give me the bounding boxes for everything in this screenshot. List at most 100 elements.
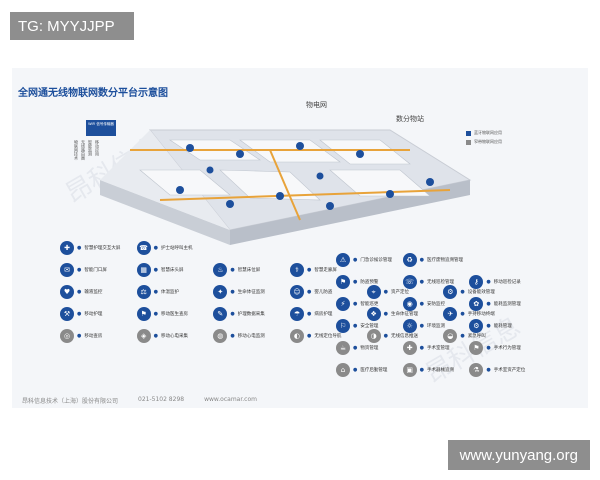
wifi-tags: 物联网技术 无线路由器 智能监测 移动应用	[74, 140, 100, 160]
function-icon: ⚷	[469, 275, 484, 289]
function-label: 能耗监测管理	[493, 302, 521, 307]
function-icon: ◈	[136, 329, 151, 343]
function-label: 智能巡更	[360, 302, 379, 307]
location-pin-icon: ●	[383, 311, 389, 317]
function-item: ⚒●移动护理	[60, 306, 137, 322]
location-pin-icon: ●	[460, 333, 465, 339]
function-label: 移动护理	[84, 312, 103, 317]
function-icon: ⚠	[336, 253, 350, 267]
function-icon: ⌂	[336, 363, 350, 377]
function-item: ☂●病房护理	[289, 306, 367, 322]
location-pin-icon: ●	[306, 267, 312, 273]
function-label: 无线巡检管理	[427, 280, 455, 285]
footer-web: www.ocamar.com	[204, 396, 257, 403]
function-icon: ✦	[213, 285, 228, 299]
location-pin-icon: ●	[153, 267, 159, 273]
function-item: ◑●无线信息推送	[366, 328, 444, 344]
location-pin-icon: ●	[77, 267, 82, 273]
function-item: ◍●移动心电监测	[213, 328, 290, 344]
function-item: ◉●安防监控	[402, 296, 470, 312]
function-grid-right: ⚠●门急诊候诊管理♻●医疗废物追溯管理●⚑●防盗预警☏●无线巡检管理⚷●移动巡检…	[336, 252, 536, 378]
location-pin-icon: ●	[419, 323, 425, 329]
function-label: 无线定位导航	[314, 334, 342, 339]
location-pin-icon: ●	[419, 257, 425, 263]
function-icon: ▦	[136, 263, 151, 277]
function-label: 移动医生查房	[161, 312, 189, 317]
function-label: 智慧护理交互大屏	[84, 246, 121, 251]
function-icon: ⚕	[289, 263, 304, 277]
function-icon: ⚑	[469, 341, 484, 355]
function-item: ▦●智慧床头屏	[136, 262, 214, 278]
function-icon: ☺	[289, 285, 304, 299]
location-pin-icon: ●	[460, 289, 465, 295]
function-icon: ⚗	[469, 363, 484, 377]
wifi-tag: 移动应用	[95, 140, 100, 156]
function-label: 移动巡检记录	[493, 280, 521, 285]
source-tag: TG: MYYJJPP	[10, 12, 134, 40]
location-pin-icon: ●	[419, 301, 425, 307]
function-item: ♻●医疗废物追溯管理	[402, 252, 470, 268]
function-item: ⚕●智慧走廊屏	[289, 262, 367, 278]
location-pin-icon: ●	[77, 245, 82, 251]
function-icon: ♥	[60, 285, 74, 299]
function-item: ◎●移动查房	[60, 328, 137, 344]
function-item: ❖●生命体征管理	[366, 306, 444, 322]
function-icon: ◒	[443, 329, 458, 343]
function-icon: ❖	[366, 307, 381, 321]
function-item: ☼●环境监测	[402, 318, 470, 334]
location-pin-icon: ●	[230, 289, 235, 295]
function-label: 输液监控	[84, 290, 103, 295]
function-item: ⚑●手术行为管理	[469, 340, 536, 356]
function-label: 物资管理	[360, 346, 379, 351]
function-label: 智能门口屏	[84, 268, 107, 273]
function-label: 手术行为管理	[493, 346, 521, 351]
wifi-tag: 无线路由器	[81, 140, 86, 160]
function-label: 防盗预警	[360, 280, 379, 285]
function-icon: ◎	[60, 329, 74, 343]
function-item: ◒●紧急呼叫	[443, 328, 520, 344]
location-pin-icon: ●	[230, 267, 235, 273]
legend: 蓝牙物联网应用 窄带物联网应用	[466, 130, 502, 148]
function-item: ⌖●资产定位	[366, 284, 444, 300]
function-item: ✚●智慧护理交互大屏	[60, 240, 137, 256]
network-track	[130, 149, 451, 221]
function-icon: ◐	[289, 329, 304, 343]
function-grid-left: ✚●智慧护理交互大屏☎●护士站呼叫主机●●●●✉●智能门口屏▦●智慧床头屏♨●智…	[60, 240, 520, 344]
location-pin-icon: ●	[353, 301, 358, 307]
function-label: 生命体征管理	[391, 312, 419, 317]
function-item: ⚗●手术室资产定位	[469, 362, 536, 378]
diagram-title: 全网通无线物联网数分平台示意图	[18, 88, 168, 99]
function-icon: ◑	[366, 329, 381, 343]
location-pin-icon: ●	[77, 289, 82, 295]
function-icon: ✎	[213, 307, 228, 321]
site-watermark: www.yunyang.org	[447, 440, 590, 470]
function-icon: ⚙	[443, 285, 458, 299]
location-pin-icon: ●	[486, 301, 491, 307]
function-label: 紧急呼叫	[467, 334, 486, 339]
location-pin-icon: ●	[353, 279, 358, 285]
function-icon: ⚖	[136, 285, 151, 299]
function-icon: ⚙	[469, 319, 484, 333]
function-item: ◐●无线定位导航	[289, 328, 367, 344]
location-pin-icon: ●	[153, 311, 159, 317]
function-label: 手术室管理	[427, 346, 450, 351]
function-item: ✦●生命体征监测	[213, 284, 290, 300]
function-item: ⚷●移动巡检记录	[469, 274, 536, 290]
location-pin-icon: ●	[153, 289, 159, 295]
function-item: ✚●手术室管理	[402, 340, 470, 356]
function-icon: ⚐	[336, 319, 350, 333]
location-pin-icon: ●	[353, 345, 358, 351]
legend-swatch	[466, 139, 471, 145]
function-label: 门急诊候诊管理	[360, 258, 392, 263]
isometric-floor-plan	[100, 129, 472, 245]
function-item: ☺●婴儿防盗	[289, 284, 367, 300]
function-icon: ⌖	[366, 285, 381, 299]
legend-item: 蓝牙物联网应用	[466, 130, 502, 136]
function-label: 婴儿防盗	[314, 290, 333, 295]
location-pin-icon: ●	[353, 323, 358, 329]
function-item: ▣●手术器械追溯	[402, 362, 470, 378]
footer: 昂科信息技术（上海）股份有限公司 021-5102 8298 www.ocama…	[22, 396, 257, 405]
location-pin-icon: ●	[306, 289, 312, 295]
function-label: 体温监护	[161, 290, 180, 295]
function-label: 生命体征监测	[237, 290, 265, 295]
